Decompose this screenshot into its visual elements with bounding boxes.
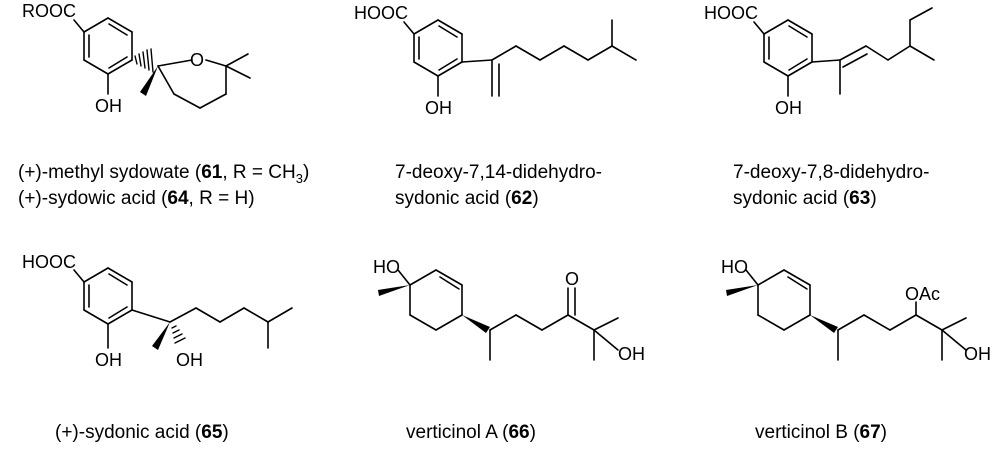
compound-65-structure	[73, 267, 293, 349]
atom-label-oh: OH	[176, 350, 203, 370]
atom-label-oac: OAc	[905, 284, 940, 304]
atom-label-rooc: ROOC	[22, 1, 76, 21]
caption-67: verticinol B (67)	[755, 422, 887, 443]
atom-label-oh: OH	[964, 344, 991, 364]
caption-61: (+)-methyl sydowate (61, R = CH3)	[18, 162, 309, 186]
atom-label-ho: HO	[373, 257, 400, 277]
caption-64: (+)-sydowic acid (64, R = H)	[18, 188, 255, 209]
atom-label-ketone-o: O	[565, 269, 579, 289]
atom-label-ho: HO	[721, 257, 748, 277]
caption-65: (+)-sydonic acid (65)	[55, 422, 229, 443]
compound-61-64-structure	[73, 17, 251, 109]
atom-label-hooc: HOOC	[22, 252, 76, 272]
caption-62-line1: 7-deoxy-7,14-didehydro-	[395, 162, 602, 183]
compound-66-sidechain-wedge	[462, 315, 490, 333]
compound-66-structure	[397, 269, 619, 361]
compound-65-methyl-wedge	[152, 322, 170, 350]
compound-63-structure	[753, 7, 935, 97]
compound-67-structure	[745, 269, 967, 361]
caption-66: verticinol A (66)	[406, 422, 536, 443]
atom-label-oh: OH	[618, 344, 645, 364]
atom-label-ring-o: O	[190, 50, 204, 70]
compound-61-methyl-wedge	[140, 66, 158, 96]
atom-label-oh: OH	[775, 98, 802, 118]
atom-label-hooc: HOOC	[354, 3, 408, 23]
atom-label-hooc: HOOC	[704, 3, 758, 23]
compound-62-structure	[403, 19, 637, 97]
atom-label-oh: OH	[425, 98, 452, 118]
caption-62-line2: sydonic acid (62)	[395, 188, 539, 209]
compound-67-sidechain-wedge	[810, 315, 838, 333]
compound-67-methyl-wedge	[726, 285, 758, 296]
caption-63-line1: 7-deoxy-7,8-didehydro-	[733, 162, 929, 183]
compound-66-methyl-wedge	[378, 285, 410, 296]
atom-label-oh: OH	[95, 96, 122, 116]
caption-63-line2: sydonic acid (63)	[733, 188, 877, 209]
atom-label-oh: OH	[95, 350, 122, 370]
